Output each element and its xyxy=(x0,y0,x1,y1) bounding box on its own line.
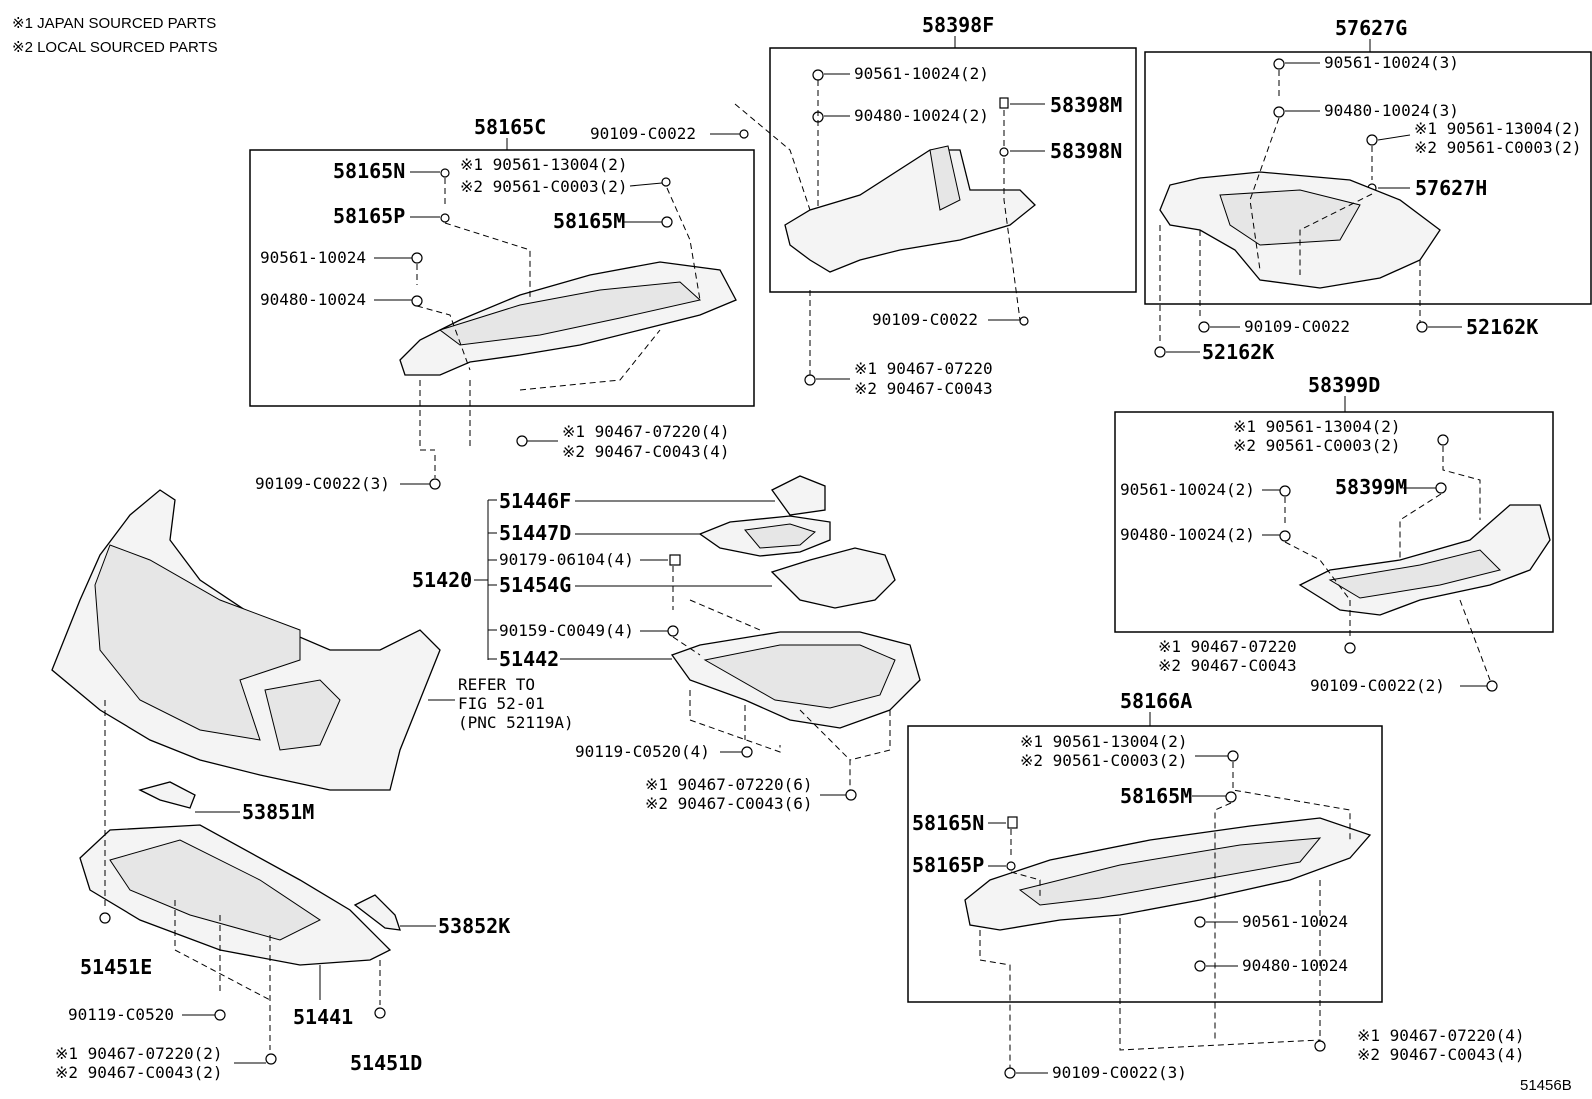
label-clip-local: ※2 90561-C0003(2) xyxy=(460,177,628,196)
group-box-58398F xyxy=(769,47,1137,293)
label-90480-10024-3: 90480-10024(3) xyxy=(1324,101,1459,120)
label-51447D: 51447D xyxy=(499,521,571,545)
label-screw-japan-2: ※1 90467-07220(2) xyxy=(55,1044,223,1063)
group-58398F: 58398F 90561-10024(2) 90480-10024(2) 583… xyxy=(734,13,1137,398)
legend-local-sourced: ※2 LOCAL SOURCED PARTS xyxy=(12,39,218,56)
label-clip-japan-58166A: ※1 90561-13004(2) xyxy=(1020,732,1188,751)
legend-japan-sourced: ※1 JAPAN SOURCED PARTS xyxy=(12,15,216,32)
label-58165M: 58165M xyxy=(553,209,625,233)
label-clip-japan-58399D: ※1 90561-13004(2) xyxy=(1233,417,1401,436)
label-53851M: 53851M xyxy=(242,800,314,824)
group-title-58398F: 58398F xyxy=(922,13,994,37)
label-52162K-left: 52162K xyxy=(1202,340,1274,364)
label-58398M: 58398M xyxy=(1050,93,1122,117)
label-screw-local-2: ※2 90467-C0043(2) xyxy=(55,1063,223,1082)
label-51454G: 51454G xyxy=(499,573,571,597)
group-title-58399D: 58399D xyxy=(1308,373,1380,397)
label-90109-C0022-top: 90109-C0022 xyxy=(590,124,696,143)
label-58398N: 58398N xyxy=(1050,139,1122,163)
label-51451D: 51451D xyxy=(350,1051,422,1075)
label-90109-C0022-58398F: 90109-C0022 xyxy=(872,310,978,329)
label-90480-10024-2: 90480-10024(2) xyxy=(854,106,989,125)
label-90109-C0022-3-58166A: 90109-C0022(3) xyxy=(1052,1063,1187,1082)
label-clip-japan-57627G: ※1 90561-13004(2) xyxy=(1414,119,1582,138)
label-90561-10024-2: 90561-10024(2) xyxy=(854,64,989,83)
label-screw-local-58166A: ※2 90467-C0043(4) xyxy=(1357,1045,1525,1064)
label-58165P: 58165P xyxy=(333,204,405,228)
label-57627H: 57627H xyxy=(1415,176,1487,200)
group-box-58166A xyxy=(907,725,1383,1003)
group-58165C: 58165C 90109-C0022 58165N ※1 90561-13004… xyxy=(249,115,755,493)
label-90109-C0022-2: 90109-C0022(2) xyxy=(1310,676,1445,695)
label-90480-10024: 90480-10024 xyxy=(260,290,366,309)
label-51441: 51441 xyxy=(293,1005,353,1029)
label-clip-japan: ※1 90561-13004(2) xyxy=(460,155,628,174)
label-screw-japan-58398F: ※1 90467-07220 xyxy=(854,359,993,378)
label-screw-local-58398F: ※2 90467-C0043 xyxy=(854,379,993,398)
group-title-57627G: 57627G xyxy=(1335,16,1407,40)
label-52162K-right: 52162K xyxy=(1466,315,1538,339)
label-90159-C0049-4: 90159-C0049(4) xyxy=(499,621,634,640)
label-90109-C0022-3: 90109-C0022(3) xyxy=(255,474,390,493)
label-51446F: 51446F xyxy=(499,489,571,513)
label-90480-10024-58399D: 90480-10024(2) xyxy=(1120,525,1255,544)
label-90561-10024-58399D: 90561-10024(2) xyxy=(1120,480,1255,499)
label-screw-japan-58166A: ※1 90467-07220(4) xyxy=(1357,1026,1525,1045)
label-90561-10024-3: 90561-10024(3) xyxy=(1324,53,1459,72)
label-refer-fig: FIG 52-01 xyxy=(458,694,545,713)
label-58165N: 58165N xyxy=(333,159,405,183)
label-screw-japan-4: ※1 90467-07220(4) xyxy=(562,422,730,441)
figure-id: 51456B xyxy=(1520,1077,1572,1094)
group-title-58165C: 58165C xyxy=(474,115,546,139)
part-51454G xyxy=(770,547,896,609)
label-clip-local-58166A: ※2 90561-C0003(2) xyxy=(1020,751,1188,770)
part-53852K xyxy=(353,894,401,931)
group-57627G: 57627G 90561-10024(3) 90480-10024(3) ※1 … xyxy=(1144,16,1592,364)
part-53851M xyxy=(138,781,196,809)
label-90561-10024-58166A: 90561-10024 xyxy=(1242,912,1348,931)
group-title-51420: 51420 xyxy=(412,568,472,592)
label-refer-to: REFER TO xyxy=(458,675,535,694)
label-90119-C0520-4: 90119-C0520(4) xyxy=(575,742,710,761)
label-90109-C0022-57627G: 90109-C0022 xyxy=(1244,317,1350,336)
label-53852K: 53852K xyxy=(438,914,510,938)
part-58399D xyxy=(1298,504,1551,616)
group-box-57627G xyxy=(1144,51,1592,305)
label-58399M: 58399M xyxy=(1335,475,1407,499)
group-box-58399D xyxy=(1114,411,1554,633)
label-51442: 51442 xyxy=(499,647,559,671)
group-58399D: 58399D ※1 90561-13004(2) ※2 90561-C0003(… xyxy=(1114,373,1554,695)
label-58165P-58166A: 58165P xyxy=(912,853,984,877)
group-box-58165C xyxy=(249,149,755,407)
label-90480-10024-58166A: 90480-10024 xyxy=(1242,956,1348,975)
label-90179-06104-4: 90179-06104(4) xyxy=(499,550,634,569)
group-58166A: 58166A ※1 90561-13004(2) ※2 90561-C0003(… xyxy=(907,689,1525,1082)
label-screw-local-4: ※2 90467-C0043(4) xyxy=(562,442,730,461)
label-51451E: 51451E xyxy=(80,955,152,979)
part-58398F xyxy=(784,149,1036,273)
group-bumper: REFER TO FIG 52-01 (PNC 52119A) 53851M 5… xyxy=(51,489,574,1082)
label-58165N-58166A: 58165N xyxy=(912,811,984,835)
label-refer-pnc: (PNC 52119A) xyxy=(458,713,574,732)
label-58165M-58166A: 58165M xyxy=(1120,784,1192,808)
label-clip-local-58399D: ※2 90561-C0003(2) xyxy=(1233,436,1401,455)
group-title-58166A: 58166A xyxy=(1120,689,1192,713)
label-90561-10024: 90561-10024 xyxy=(260,248,366,267)
part-51446F xyxy=(771,475,826,516)
label-clip-local-57627G: ※2 90561-C0003(2) xyxy=(1414,138,1582,157)
label-screw-japan-6: ※1 90467-07220(6) xyxy=(645,775,813,794)
label-screw-japan-58399D: ※1 90467-07220 xyxy=(1158,637,1297,656)
label-screw-local-58399D: ※2 90467-C0043 xyxy=(1158,656,1297,675)
group-51420: 51420 51446F 51447D 90179-06104(4) 51454… xyxy=(412,475,921,813)
label-90119-C0520-bumper: 90119-C0520 xyxy=(68,1005,174,1024)
label-screw-local-6: ※2 90467-C0043(6) xyxy=(645,794,813,813)
